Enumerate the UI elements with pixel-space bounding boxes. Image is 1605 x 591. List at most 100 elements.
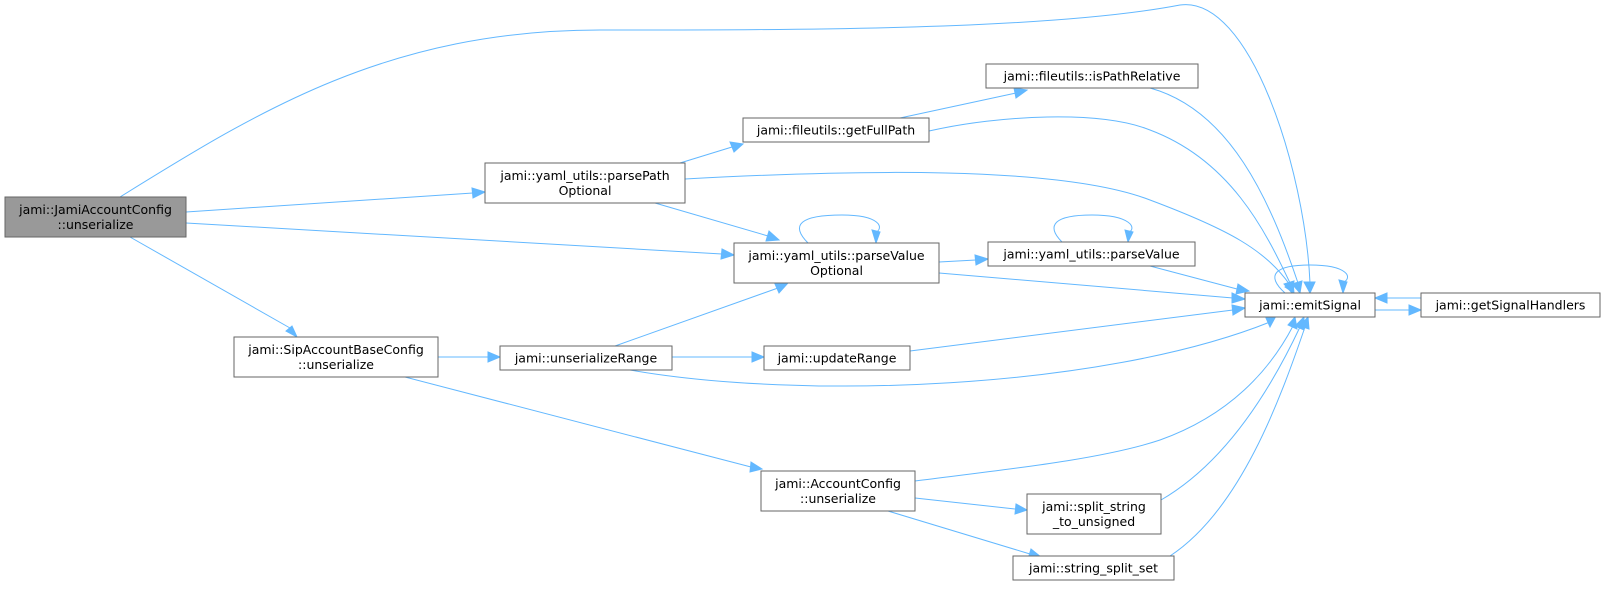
jami-to-emit-edge-line bbox=[119, 4, 1311, 284]
parsevalue-self-edge-arrowhead bbox=[871, 229, 881, 245]
node-label-line: jami::yaml_utils::parseValue bbox=[747, 248, 924, 263]
node-box bbox=[1012, 555, 1175, 581]
jami-to-parsepath-edge bbox=[185, 187, 487, 213]
jami-to-sip-edge bbox=[129, 236, 299, 339]
relative-to-emit-edge bbox=[1149, 87, 1303, 295]
fullpath-to-relative-edge-arrowhead bbox=[1013, 87, 1029, 99]
relative-to-emit-edge-arrowhead bbox=[1291, 280, 1303, 295]
parsepath-to-fullpath-edge-arrowhead bbox=[729, 141, 745, 153]
node-jami-account-unserialize[interactable]: jami::JamiAccountConfig::unserialize bbox=[4, 196, 187, 238]
range-to-parsevalue-edge-line bbox=[614, 287, 779, 347]
node-label-line: jami::getSignalHandlers bbox=[1435, 298, 1586, 313]
range-to-emit-edge-arrowhead bbox=[1265, 315, 1277, 329]
parsevalue-to-emit-edge-line bbox=[938, 272, 1234, 299]
node-account-config-unserialize[interactable]: jami::AccountConfig::unserialize bbox=[760, 470, 916, 512]
node-label-line: jami::fileutils::isPathRelative bbox=[1003, 69, 1181, 84]
fullpath-to-emit-edge-line bbox=[928, 116, 1291, 284]
node-box bbox=[4, 196, 187, 238]
node-box bbox=[1420, 292, 1601, 318]
node-box bbox=[742, 117, 930, 143]
node-sip-account-unserialize[interactable]: jami::SipAccountBaseConfig::unserialize bbox=[233, 336, 439, 378]
parsevalue-to-parsevalue2-edge bbox=[938, 254, 990, 266]
parsevalue2-self-edge-arrowhead bbox=[1124, 229, 1134, 244]
parsevalue-self-edge-line bbox=[798, 214, 880, 244]
node-label-line: jami::string_split_set bbox=[1028, 561, 1158, 576]
range-to-parsevalue-edge-arrowhead bbox=[774, 282, 790, 294]
jami-to-emit-edge-arrowhead bbox=[1303, 281, 1316, 295]
update-to-emit-edge-arrowhead bbox=[1231, 304, 1247, 316]
node-label-line: Optional bbox=[559, 183, 612, 198]
parsepath-to-fullpath-edge-line bbox=[679, 146, 733, 164]
node-box bbox=[760, 470, 916, 512]
accountconfig-to-emit-edge-arrowhead bbox=[1287, 315, 1298, 330]
node-label-line: jami::unserializeRange bbox=[514, 351, 658, 366]
stringset-to-emit-edge bbox=[1169, 315, 1310, 557]
accountconfig-to-stringset-edge-line bbox=[887, 510, 1031, 555]
handlers-to-emit-edge bbox=[1373, 292, 1421, 304]
sip-to-accountconfig-edge bbox=[404, 376, 764, 473]
node-box bbox=[1026, 493, 1162, 535]
node-label-line: jami::fileutils::getFullPath bbox=[756, 123, 915, 138]
sip-to-range-edge-arrowhead bbox=[487, 351, 502, 363]
node-emit-signal[interactable]: jami::emitSignal bbox=[1244, 292, 1376, 318]
node-label-line: jami::updateRange bbox=[777, 351, 897, 366]
parsevalue-to-emit-edge bbox=[938, 272, 1247, 304]
fullpath-to-emit-edge bbox=[928, 116, 1295, 295]
accountconfig-to-split-edge-arrowhead bbox=[1014, 503, 1029, 515]
node-label-line: jami::yaml_utils::parsePath bbox=[499, 168, 669, 183]
node-label-line: ::unserialize bbox=[298, 357, 374, 372]
parsevalue2-to-emit-edge-arrowhead bbox=[1235, 283, 1251, 295]
jami-to-sip-edge-arrowhead bbox=[285, 325, 299, 339]
range-to-update-edge-arrowhead bbox=[751, 351, 766, 363]
fullpath-to-relative-edge-line bbox=[899, 92, 1017, 119]
node-label-line: jami::split_string bbox=[1041, 499, 1146, 514]
jami-to-parsepath-edge-arrowhead bbox=[471, 187, 487, 199]
update-to-emit-edge-line bbox=[909, 309, 1234, 352]
range-to-parsevalue-edge bbox=[614, 282, 790, 347]
node-box bbox=[233, 336, 439, 378]
node-box bbox=[733, 242, 940, 284]
emit-to-handlers-edge bbox=[1375, 304, 1423, 316]
node-is-path-relative[interactable]: jami::fileutils::isPathRelative bbox=[985, 63, 1199, 89]
jami-to-emit-edge bbox=[119, 4, 1316, 295]
parsevalue2-to-emit-edge-line bbox=[1149, 265, 1238, 290]
node-unserialize-range[interactable]: jami::unserializeRange bbox=[499, 345, 673, 371]
node-label-line: jami::JamiAccountConfig bbox=[18, 202, 172, 217]
node-parse-value[interactable]: jami::yaml_utils::parseValue bbox=[987, 241, 1196, 267]
parsepath-to-parsevalue-edge bbox=[654, 202, 781, 242]
range-to-update-edge bbox=[672, 351, 766, 363]
node-label-line: jami::yaml_utils::parseValue bbox=[1002, 247, 1179, 262]
node-box bbox=[499, 345, 673, 371]
node-split-string-to-unsigned[interactable]: jami::split_string_to_unsigned bbox=[1026, 493, 1162, 535]
node-box bbox=[985, 63, 1199, 89]
emit-self-edge bbox=[1274, 264, 1348, 295]
parsepath-to-fullpath-edge bbox=[679, 141, 745, 164]
node-get-full-path[interactable]: jami::fileutils::getFullPath bbox=[742, 117, 930, 143]
jami-to-parsepath-edge-line bbox=[185, 192, 474, 213]
parsevalue-self-edge bbox=[798, 214, 881, 245]
parsevalue-to-parsevalue2-edge-line bbox=[938, 259, 977, 263]
node-get-signal-handlers[interactable]: jami::getSignalHandlers bbox=[1420, 292, 1601, 318]
accountconfig-to-stringset-edge bbox=[887, 510, 1043, 560]
node-label-line: jami::emitSignal bbox=[1258, 298, 1361, 313]
sip-to-range-edge bbox=[438, 351, 502, 363]
jami-to-parsevalue-edge-arrowhead bbox=[720, 248, 736, 260]
node-label-line: ::unserialize bbox=[58, 217, 134, 232]
parsevalue-to-emit-edge-arrowhead bbox=[1231, 292, 1247, 304]
node-string-split-set[interactable]: jami::string_split_set bbox=[1012, 555, 1175, 581]
accountconfig-to-split-edge bbox=[914, 497, 1029, 515]
accountconfig-to-emit-edge-line bbox=[914, 325, 1294, 482]
split-to-emit-edge-line bbox=[1160, 326, 1301, 501]
emit-to-handlers-edge-arrowhead bbox=[1408, 304, 1423, 316]
accountconfig-to-split-edge-line bbox=[914, 497, 1016, 510]
node-label-line: jami::AccountConfig bbox=[774, 476, 901, 491]
accountconfig-to-emit-edge bbox=[914, 315, 1298, 482]
node-update-range[interactable]: jami::updateRange bbox=[763, 345, 911, 371]
handlers-to-emit-edge-arrowhead bbox=[1373, 292, 1388, 304]
node-box bbox=[484, 162, 686, 204]
parsepath-to-emit-edge-line bbox=[684, 171, 1291, 286]
parsepath-to-parsevalue-edge-line bbox=[654, 202, 769, 237]
node-label-line: _to_unsigned bbox=[1052, 514, 1135, 529]
